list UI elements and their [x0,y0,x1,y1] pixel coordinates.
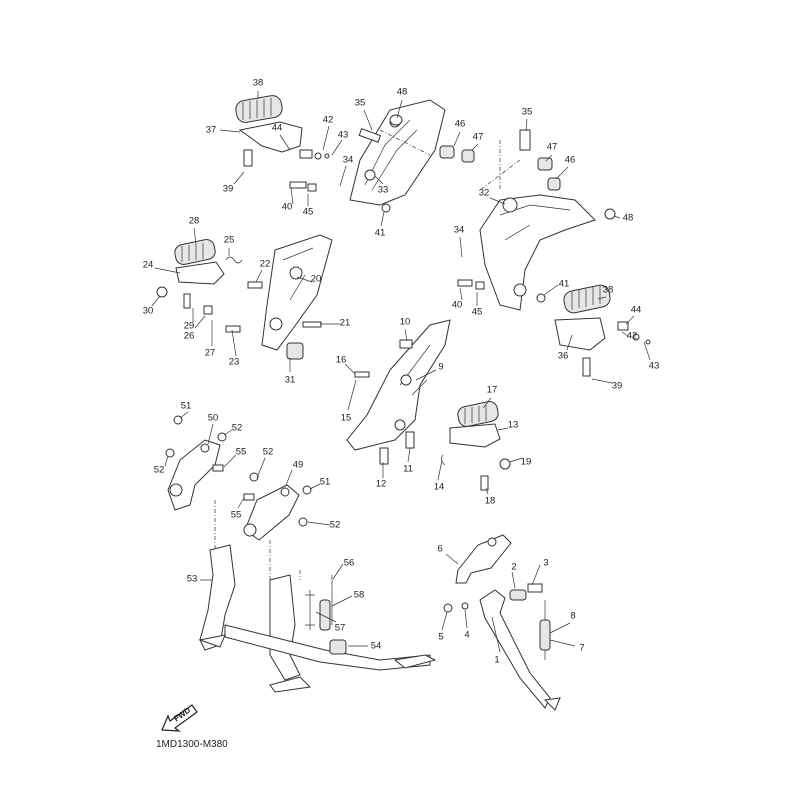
part-callout-48: 48 [622,212,634,224]
rider-footrest-bracket-right [457,129,616,311]
part-callout-16: 16 [335,354,347,366]
part-callout-8: 8 [570,610,576,622]
part-callout-24: 24 [142,259,154,271]
part-callout-31: 31 [284,374,296,386]
part-callout-50: 50 [207,412,219,424]
part-callout-52: 52 [153,464,165,476]
part-callout-35: 35 [521,106,533,118]
part-callout-9: 9 [438,361,444,373]
part-callout-47: 47 [472,131,484,143]
part-callout-38: 38 [252,77,264,89]
part-callout-12: 12 [375,478,387,490]
part-callout-4: 4 [464,629,470,641]
part-callout-52: 52 [329,519,341,531]
part-callout-35: 35 [354,97,366,109]
forward-direction-arrow-icon: FWD [160,702,200,732]
part-callout-47: 47 [546,141,558,153]
part-callout-15: 15 [340,412,352,424]
part-callout-6: 6 [437,543,443,555]
part-callout-55: 55 [235,446,247,458]
part-callout-44: 44 [630,304,642,316]
leader-lines [151,91,651,653]
part-callout-29: 29 [183,320,195,332]
part-callout-52: 52 [231,422,243,434]
part-callout-23: 23 [228,356,240,368]
part-callout-17: 17 [486,384,498,396]
part-callout-44: 44 [271,122,283,134]
part-callout-40: 40 [451,299,463,311]
part-callout-1: 1 [494,654,500,666]
part-callout-52: 52 [262,446,274,458]
part-callout-38: 38 [602,284,614,296]
part-callout-34: 34 [453,224,465,236]
part-callout-37: 37 [205,124,217,136]
part-callout-36: 36 [557,350,569,362]
part-callout-20: 20 [310,273,322,285]
part-callout-43: 43 [337,129,349,141]
part-callout-30: 30 [142,305,154,317]
part-callout-51: 51 [319,476,331,488]
part-callout-3: 3 [543,557,549,569]
part-callout-27: 27 [204,347,216,359]
part-callout-28: 28 [188,215,200,227]
part-callout-51: 51 [180,400,192,412]
part-callout-21: 21 [339,317,351,329]
part-callout-18: 18 [484,495,496,507]
part-callout-48: 48 [396,86,408,98]
part-callout-5: 5 [438,631,444,643]
rider-footpeg-left [235,95,303,167]
part-callout-32: 32 [478,187,490,199]
part-callout-41: 41 [558,278,570,290]
part-callout-25: 25 [223,234,235,246]
part-callout-40: 40 [281,201,293,213]
part-callout-54: 54 [370,640,382,652]
part-callout-7: 7 [579,642,585,654]
part-callout-49: 49 [292,459,304,471]
part-callout-13: 13 [507,419,519,431]
part-callout-2: 2 [511,561,517,573]
part-callout-57: 57 [334,622,346,634]
diagram-code: 1MD1300-M380 [156,739,228,750]
rider-footpeg-right [554,284,651,377]
part-callout-53: 53 [186,573,198,585]
passenger-footrest-bracket-right [346,319,511,491]
part-callout-45: 45 [471,306,483,318]
part-callout-11: 11 [403,463,413,475]
part-callout-34: 34 [342,154,354,166]
part-callout-46: 46 [564,154,576,166]
stand-brackets [165,415,312,541]
bushings-left [289,114,475,213]
part-callout-58: 58 [353,589,365,601]
part-callout-14: 14 [433,481,445,493]
part-callout-45: 45 [302,206,314,218]
part-callout-41: 41 [374,227,386,239]
part-callout-42: 42 [322,114,334,126]
part-callout-10: 10 [399,316,411,328]
part-callout-39: 39 [222,183,234,195]
part-callout-33: 33 [377,184,389,196]
part-callout-19: 19 [520,456,532,468]
side-stand [443,534,561,711]
center-stand [198,544,437,693]
part-callout-26: 26 [183,330,195,342]
part-callout-39: 39 [611,380,623,392]
part-callout-46: 46 [454,118,466,130]
part-callout-42: 42 [626,330,638,342]
part-callout-56: 56 [343,557,355,569]
part-callout-55: 55 [230,509,242,521]
part-callout-22: 22 [259,258,271,270]
passenger-footrest-bracket-left [156,234,333,360]
part-callout-43: 43 [648,360,660,372]
